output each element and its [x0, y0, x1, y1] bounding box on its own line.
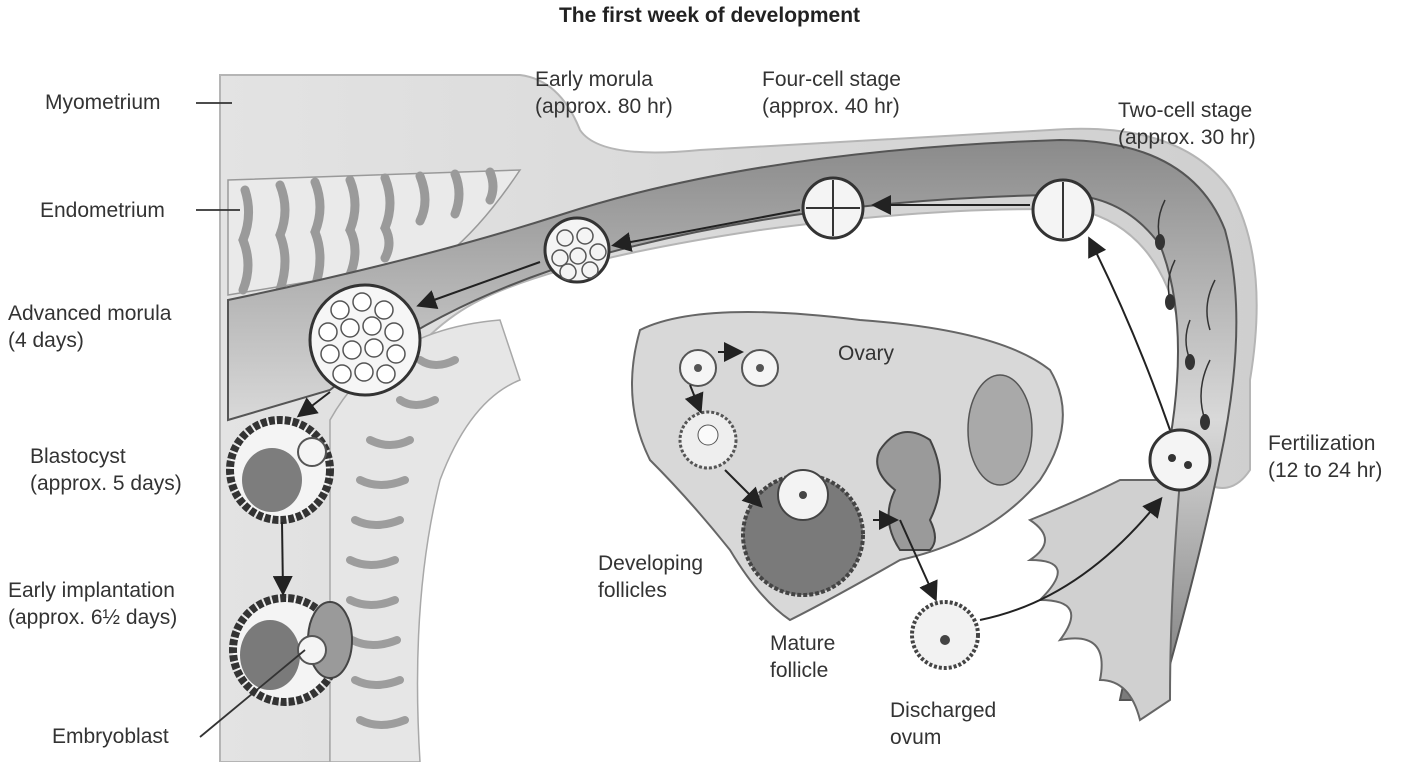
- label-mature-follicle: Mature follicle: [770, 630, 835, 684]
- label-developing-follicles-line2: follicles: [598, 577, 703, 604]
- label-ovary: Ovary: [838, 340, 894, 367]
- label-developing-follicles: Developing follicles: [598, 550, 703, 604]
- label-blastocyst-time: (approx. 5 days): [30, 470, 182, 497]
- follicle-nucleus: [694, 364, 702, 372]
- label-advanced-morula-name: Advanced morula: [8, 300, 171, 327]
- sperm-head: [1165, 294, 1175, 310]
- label-fertilization: Fertilization (12 to 24 hr): [1268, 430, 1382, 484]
- label-early-implantation: Early implantation (approx. 6½ days): [8, 577, 177, 631]
- sperm-head: [1155, 234, 1165, 250]
- label-advanced-morula: Advanced morula (4 days): [8, 300, 171, 354]
- label-fertilization-time: (12 to 24 hr): [1268, 457, 1382, 484]
- ovum-nucleus: [940, 635, 950, 645]
- corpus-luteum: [968, 375, 1032, 485]
- label-endometrium: Endometrium: [40, 197, 165, 224]
- label-discharged-ovum-line1: Discharged: [890, 697, 996, 724]
- label-four-cell-stage: Four-cell stage (approx. 40 hr): [762, 66, 901, 120]
- label-blastocyst: Blastocyst (approx. 5 days): [30, 443, 182, 497]
- sperm-head: [1185, 354, 1195, 370]
- pronucleus: [1168, 454, 1176, 462]
- label-early-morula-time: (approx. 80 hr): [535, 93, 673, 120]
- label-early-morula: Early morula (approx. 80 hr): [535, 66, 673, 120]
- label-early-implantation-name: Early implantation: [8, 577, 177, 604]
- fimbriae: [1030, 480, 1180, 720]
- label-two-cell-stage: Two-cell stage (approx. 30 hr): [1118, 97, 1256, 151]
- early-morula: [545, 218, 609, 282]
- diagram-title: The first week of development: [0, 4, 1419, 28]
- label-four-cell-time: (approx. 40 hr): [762, 93, 901, 120]
- blastocyst-cavity: [242, 448, 302, 512]
- label-embryoblast: Embryoblast: [52, 723, 169, 750]
- inner-cell-mass: [298, 438, 326, 466]
- label-early-implantation-time: (approx. 6½ days): [8, 604, 177, 631]
- oocyte-nucleus: [799, 491, 807, 499]
- embryoblast-mass: [298, 636, 326, 664]
- pronucleus: [1184, 461, 1192, 469]
- sperm-head: [1200, 414, 1210, 430]
- label-mature-follicle-line1: Mature: [770, 630, 835, 657]
- label-blastocyst-name: Blastocyst: [30, 443, 182, 470]
- label-discharged-ovum: Discharged ovum: [890, 697, 996, 751]
- label-early-morula-name: Early morula: [535, 66, 673, 93]
- label-four-cell-name: Four-cell stage: [762, 66, 901, 93]
- label-advanced-morula-time: (4 days): [8, 327, 171, 354]
- label-fertilization-name: Fertilization: [1268, 430, 1382, 457]
- label-two-cell-name: Two-cell stage: [1118, 97, 1256, 124]
- label-discharged-ovum-line2: ovum: [890, 724, 996, 751]
- label-developing-follicles-line1: Developing: [598, 550, 703, 577]
- zygote: [1150, 430, 1210, 490]
- follicle-nucleus: [756, 364, 764, 372]
- label-myometrium: Myometrium: [45, 89, 161, 116]
- label-mature-follicle-line2: follicle: [770, 657, 835, 684]
- follicle-oocyte: [698, 425, 718, 445]
- label-two-cell-time: (approx. 30 hr): [1118, 124, 1256, 151]
